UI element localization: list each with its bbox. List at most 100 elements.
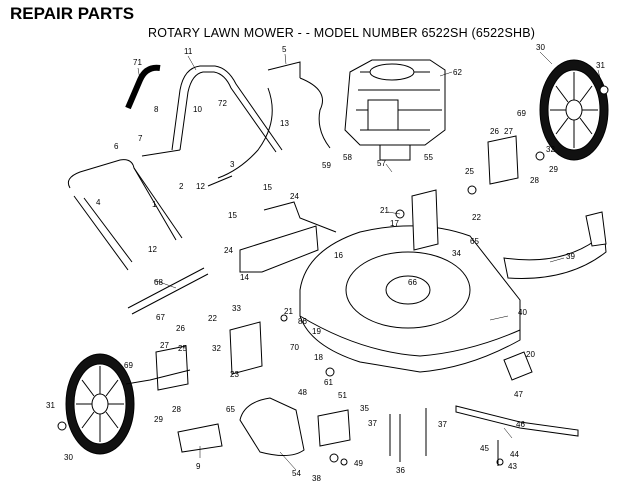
callout: 32: [546, 145, 555, 154]
callout: 54: [292, 469, 301, 478]
callout: 26: [176, 324, 185, 333]
callout: 72: [218, 99, 227, 108]
callout: 21: [284, 307, 293, 316]
handle-grip: [125, 64, 161, 110]
callout: 69: [124, 361, 133, 370]
callout: 27: [504, 127, 513, 136]
callout: 24: [290, 192, 299, 201]
callout: 65: [470, 237, 479, 246]
rear-height-plate: [487, 135, 519, 185]
left-height-plate: [229, 321, 263, 375]
front-axle: [125, 369, 191, 385]
callout: 66: [408, 278, 417, 287]
right-height-plate: [411, 189, 439, 251]
callout: 34: [452, 249, 461, 258]
callout: 16: [334, 251, 343, 260]
rear-bracket: [239, 225, 319, 273]
callout: 30: [536, 43, 545, 52]
callout: 25: [465, 167, 474, 176]
callout: 20: [526, 350, 535, 359]
callout: 18: [314, 353, 323, 362]
callout: 22: [208, 314, 217, 323]
callout: 24: [224, 246, 233, 255]
callout: 43: [508, 462, 517, 471]
wheel-left: [65, 353, 135, 455]
page-title: REPAIR PARTS: [10, 4, 135, 23]
callout: 36: [396, 466, 405, 475]
callout: 9: [196, 462, 201, 471]
callout: 47: [514, 390, 523, 399]
callout: 70: [290, 343, 299, 352]
callout: 39: [566, 252, 575, 261]
callout: 10: [193, 105, 202, 114]
callout: 44: [510, 450, 519, 459]
callout: 4: [96, 198, 101, 207]
wheel-right: [539, 59, 609, 161]
callout: 12: [148, 245, 157, 254]
callout: 58: [343, 153, 352, 162]
lower-handle: [67, 159, 183, 271]
rear-axle: [263, 201, 337, 233]
fasteners: [57, 85, 609, 466]
callout: 17: [390, 219, 399, 228]
callout: 29: [154, 415, 163, 424]
callout: 68: [154, 278, 163, 287]
rear-guard: [503, 228, 607, 279]
callout: 3: [230, 160, 235, 169]
mower-blade: [455, 405, 579, 437]
part-callouts: 71 11 5 62 30 31 8 10 72 13 69 6 7 26 27…: [46, 43, 605, 483]
callout: 26: [490, 127, 499, 136]
callout: 32: [212, 344, 221, 353]
callout: 61: [324, 378, 333, 387]
callout: 30: [64, 453, 73, 462]
engine: [344, 59, 446, 161]
callout: 14: [240, 273, 249, 282]
callout: 57: [377, 159, 386, 168]
callout: 5: [282, 45, 287, 54]
callout: 15: [228, 211, 237, 220]
callout: 67: [156, 313, 165, 322]
model-title: ROTARY LAWN MOWER - - MODEL NUMBER 6522S…: [148, 26, 536, 40]
callout: 27: [160, 341, 169, 350]
callout: 40: [518, 308, 527, 317]
callout: 23: [230, 370, 239, 379]
callout: 25: [178, 344, 187, 353]
callout: 46: [516, 420, 525, 429]
callout: 37: [438, 420, 447, 429]
callout: 62: [453, 68, 462, 77]
callout: 86: [298, 317, 307, 326]
leader-lines: [137, 51, 603, 471]
callout: 45: [480, 444, 489, 453]
callout: 2: [179, 182, 184, 191]
callout: 59: [322, 161, 331, 170]
callout: 29: [549, 165, 558, 174]
callout: 33: [232, 304, 241, 313]
chute-bracket: [317, 409, 351, 447]
callout: 31: [596, 61, 605, 70]
callout: 49: [354, 459, 363, 468]
callout: 35: [360, 404, 369, 413]
discharge-chute: [239, 397, 305, 456]
front-height-plate: [155, 345, 189, 391]
callout: 22: [472, 213, 481, 222]
callout: 19: [312, 327, 321, 336]
callout: 51: [338, 391, 347, 400]
callout: 11: [184, 47, 193, 56]
callout: 13: [280, 119, 289, 128]
callout: 8: [154, 105, 159, 114]
upper-handle: [171, 65, 283, 153]
callout: 21: [380, 206, 389, 215]
callout: 65: [226, 405, 235, 414]
control-cable: [217, 61, 331, 179]
callout: 28: [172, 405, 181, 414]
callout: 37: [368, 419, 377, 428]
callout: 7: [138, 134, 143, 143]
callout: 71: [133, 58, 142, 67]
callout: 6: [114, 142, 119, 151]
adapter: [503, 351, 533, 381]
callout: 69: [517, 109, 526, 118]
callout: 48: [298, 388, 307, 397]
callout: 55: [424, 153, 433, 162]
height-adjust-rod: [127, 267, 209, 315]
